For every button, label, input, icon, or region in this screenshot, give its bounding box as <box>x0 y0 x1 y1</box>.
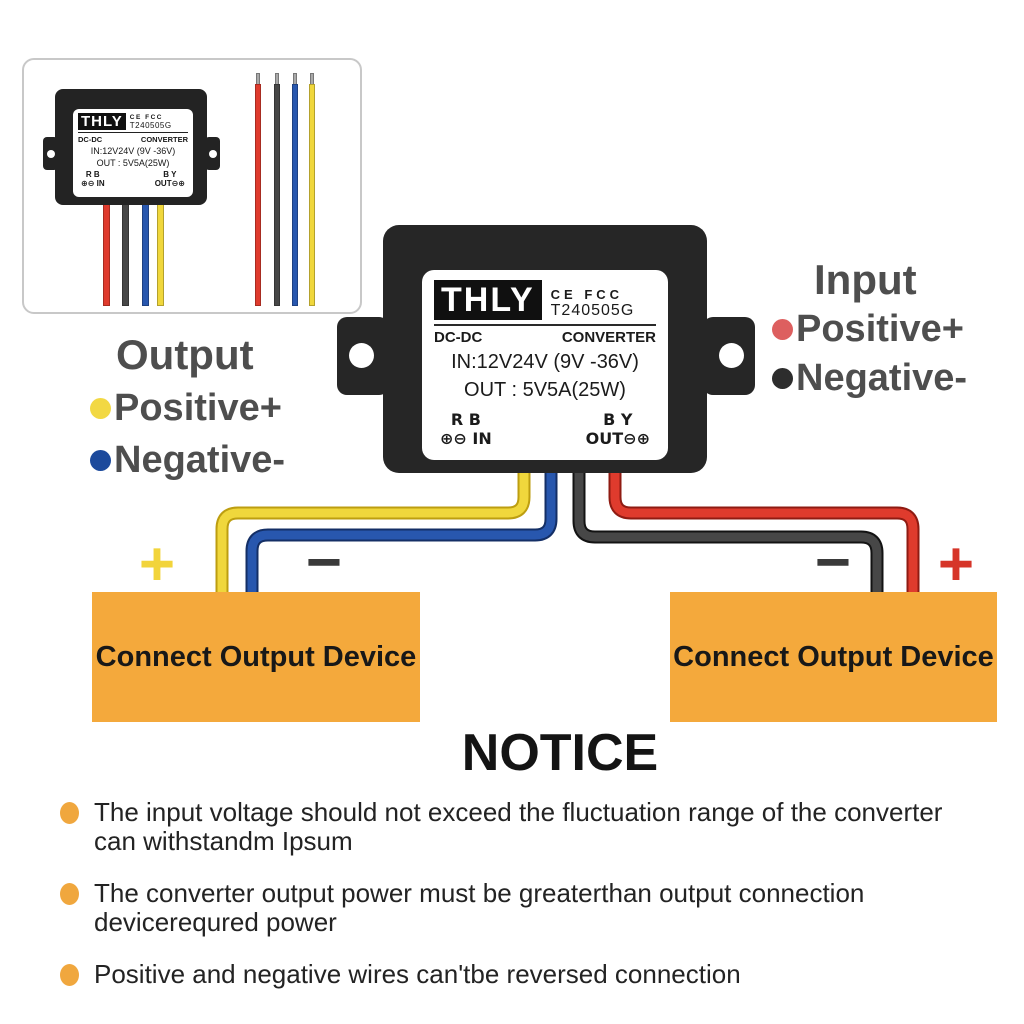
output-spec: OUT : 5V5A(25W) <box>96 158 170 168</box>
notice-item: The converter output power must be great… <box>60 879 990 936</box>
input-spec: IN:12V24V (9V -36V) <box>451 351 639 373</box>
input-positive-wire-red <box>608 466 920 594</box>
red-dot-icon <box>772 319 793 340</box>
output-positive-legend: Positive+ <box>90 387 282 430</box>
mini-mounting-ear-right <box>205 137 220 170</box>
output-negative-wire-blue <box>245 466 558 594</box>
legend-label: Negative- <box>114 439 286 481</box>
loose-wire-blue <box>292 84 298 306</box>
input-negative-wire-black <box>572 466 884 594</box>
notice-text: The converter output power must be great… <box>94 878 865 937</box>
notice-title: NOTICE <box>461 724 659 782</box>
output-positive-wire-yellow <box>215 466 531 594</box>
bullet-dot-icon <box>60 883 79 906</box>
mini-converter-label: THLY CE FCC T240505G DC-DC CONVERTER IN:… <box>73 109 193 197</box>
yellow-dot-icon <box>90 398 111 419</box>
model-text: T240505G <box>129 121 172 130</box>
converter-label: THLY CE FCC T240505G DC-DC CONVERTER IN:… <box>422 270 668 460</box>
screw-hole-icon <box>208 149 217 158</box>
mini-wire-blue <box>142 202 149 306</box>
in-terminal-marks: R B ⊕⊖ IN <box>81 170 105 188</box>
screw-hole-icon <box>349 343 374 368</box>
legend-label: Negative- <box>796 357 968 399</box>
connect-output-device-right: Connect Output Device <box>670 592 997 722</box>
type-left: DC-DC <box>434 329 483 346</box>
screw-hole-icon <box>46 149 55 158</box>
label-divider <box>78 132 188 133</box>
mounting-ear-right <box>703 317 755 395</box>
mini-wire-black <box>122 202 129 306</box>
out-terminal-marks: B Y OUT⊖⊕ <box>585 410 650 449</box>
brand-badge: THLY <box>78 113 126 130</box>
label-divider <box>434 324 656 326</box>
input-positive-legend: Positive+ <box>772 308 964 351</box>
notice-list: The input voltage should not exceed the … <box>60 798 990 1013</box>
brand-badge: THLY <box>434 280 542 320</box>
connect-output-device-left: Connect Output Device <box>92 592 420 722</box>
mini-converter: THLY CE FCC T240505G DC-DC CONVERTER IN:… <box>55 89 207 205</box>
cert-text: CE FCC <box>550 287 624 302</box>
left-minus-sign: − <box>305 528 343 597</box>
blue-dot-icon <box>90 450 111 471</box>
input-legend-title: Input <box>814 256 917 303</box>
type-right: CONVERTER <box>561 329 656 346</box>
bullet-dot-icon <box>60 802 79 824</box>
loose-wire-yellow <box>309 84 315 306</box>
legend-label: Positive+ <box>796 308 964 350</box>
type-left: DC-DC <box>78 135 103 144</box>
loose-wire-black <box>274 84 280 306</box>
legend-label: Positive+ <box>114 387 282 429</box>
right-plus-sign: + <box>937 530 975 599</box>
product-photo-inset: THLY CE FCC T240505G DC-DC CONVERTER IN:… <box>22 58 362 314</box>
device-box-label: Connect Output Device <box>673 640 994 673</box>
mini-wire-red <box>103 202 110 306</box>
cert-text: CE FCC <box>129 114 163 121</box>
notice-item: The input voltage should not exceed the … <box>60 798 990 855</box>
input-negative-legend: Negative- <box>772 357 967 400</box>
model-text: T240505G <box>550 302 635 319</box>
screw-hole-icon <box>719 343 744 368</box>
converter-device: THLY CE FCC T240505G DC-DC CONVERTER IN:… <box>383 225 707 473</box>
out-terminal-marks: B Y OUT⊖⊕ <box>154 170 185 188</box>
type-right: CONVERTER <box>140 135 188 144</box>
mini-wire-yellow <box>157 202 164 306</box>
output-negative-legend: Negative- <box>90 439 285 482</box>
loose-wire-red <box>255 84 261 306</box>
device-box-label: Connect Output Device <box>95 640 417 673</box>
mini-mounting-ear-left <box>43 137 58 170</box>
black-dot-icon <box>772 368 793 389</box>
right-minus-sign: − <box>814 528 852 597</box>
notice-text: The input voltage should not exceed the … <box>94 797 943 856</box>
notice-text: Positive and negative wires can'tbe reve… <box>94 959 741 990</box>
mounting-ear-left <box>337 317 389 395</box>
output-legend-title: Output <box>116 331 254 378</box>
left-plus-sign: + <box>138 530 176 599</box>
in-terminal-marks: R B ⊕⊖ IN <box>440 410 492 449</box>
output-spec: OUT : 5V5A(25W) <box>464 379 626 401</box>
bullet-dot-icon <box>60 964 79 987</box>
notice-item: Positive and negative wires can'tbe reve… <box>60 960 990 989</box>
input-spec: IN:12V24V (9V -36V) <box>90 146 176 156</box>
